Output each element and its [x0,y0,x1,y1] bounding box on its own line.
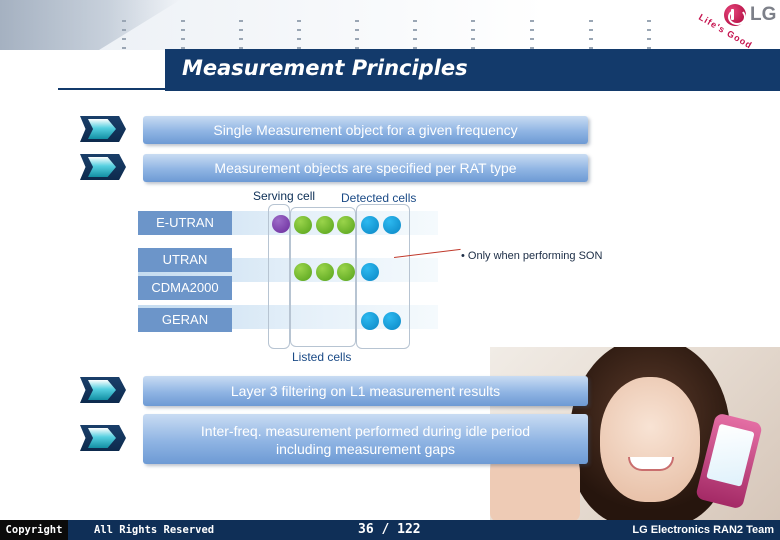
chevron-arrow-icon [80,116,126,142]
listed-cell-dot [316,263,334,281]
detected-cell-dot [361,263,379,281]
serving-cell-label: Serving cell [253,189,315,203]
logo-text: LG [750,4,776,26]
rat-label-cdma2000: CDMA2000 [138,276,232,300]
listed-cell-dot [337,216,355,234]
detected-cells-label: Detected cells [341,191,416,205]
listed-cell-dot [294,263,312,281]
serving-cell-dot [272,215,290,233]
header-dash [471,20,475,50]
detected-cell-dot [361,216,379,234]
lg-face-icon [724,4,746,26]
footer-team: LG Electronics RAN2 Team [632,520,774,540]
chevron-arrow-icon [80,154,126,180]
slide-title: Measurement Principles [182,56,468,80]
photo-smile [628,457,674,471]
title-underline [58,88,168,90]
rat-label-utran: UTRAN [138,248,232,272]
header-dash [589,20,593,50]
phone-screen [706,424,754,487]
header-dash [355,20,359,50]
chevron-arrow-icon [80,377,126,403]
header-dash [122,20,126,50]
listed-cell-dot [294,216,312,234]
son-note: • Only when performing SON [461,250,602,262]
header-dash [297,20,301,50]
chevron-arrow-icon [80,425,126,451]
lg-logo: Life's Good LG [700,2,780,46]
photo-face [600,377,700,502]
footer-bar: Copyright All Rights Reserved 36 / 122 L… [0,520,780,540]
bullet-banner: Measurement objects are specified per RA… [143,154,588,182]
bullet-banner-multiline: Inter-freq. measurement performed during… [143,414,588,464]
listed-cell-dot [337,263,355,281]
footer-rights: All Rights Reserved [94,520,214,540]
bullet-line: Inter-freq. measurement performed during… [143,422,588,440]
header-dash [530,20,534,50]
listed-cells-label: Listed cells [292,350,351,364]
header-dash [239,20,243,50]
detected-cell-dot [361,312,379,330]
bullet-line: including measurement gaps [143,440,588,458]
detected-cell-dot [383,312,401,330]
bullet-banner: Single Measurement object for a given fr… [143,116,588,144]
rat-label-eutran: E-UTRAN [138,211,232,235]
header-dash [413,20,417,50]
listed-cell-dot [316,216,334,234]
page-number: 36 / 122 [358,520,421,540]
header-dash [181,20,185,50]
rat-label-geran: GERAN [138,308,232,332]
bullet-banner: Layer 3 filtering on L1 measurement resu… [143,376,588,406]
detected-cell-dot [383,216,401,234]
header-dash [647,20,651,50]
footer-copyright: Copyright [0,520,68,540]
